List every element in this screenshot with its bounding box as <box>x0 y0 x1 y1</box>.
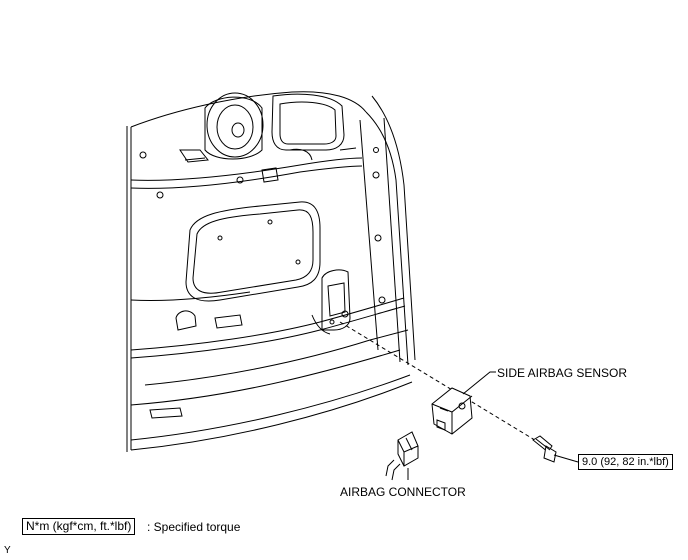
side-airbag-sensor-icon <box>431 387 473 435</box>
sensor-leader-line <box>462 371 496 395</box>
bolt-icon <box>532 435 557 463</box>
torque-legend-description: : Specified torque <box>147 520 241 534</box>
airbag-connector-label: AIRBAG CONNECTOR <box>340 485 466 499</box>
airbag-connector-icon <box>385 431 419 481</box>
footer-code: Y <box>4 545 11 556</box>
door-inner-panel <box>126 91 416 452</box>
torque-spec-box: 9.0 (92, 82 in.*lbf) <box>578 454 673 470</box>
alignment-dashed-line <box>339 321 549 449</box>
torque-legend-box: N*m (kgf*cm, ft.*lbf) <box>22 518 136 535</box>
torque-leader-line <box>553 454 579 463</box>
side-airbag-sensor-label: SIDE AIRBAG SENSOR <box>497 366 628 380</box>
